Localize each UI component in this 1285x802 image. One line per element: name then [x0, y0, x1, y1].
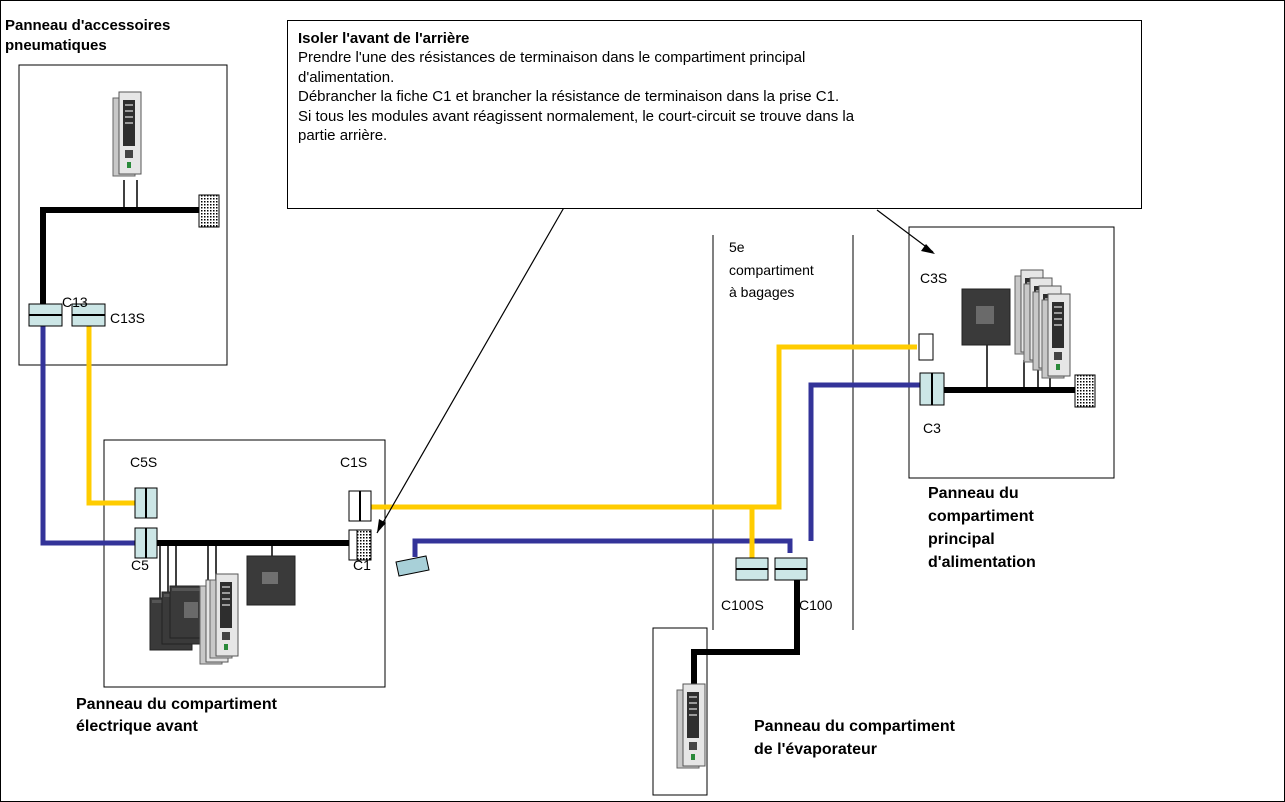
pneumatic-panel-box	[18, 64, 228, 366]
can-low-wire-rear	[412, 538, 793, 557]
connector-c3	[919, 372, 945, 406]
main-panel-title-4: d'alimentation	[928, 554, 1036, 571]
main-panel-title-3: principal	[928, 531, 995, 548]
pneumatic-panel-title-2: pneumatiques	[5, 37, 107, 54]
label-c100s: C100S	[721, 597, 764, 613]
pneumatic-panel-title-1: Panneau d'accessoires	[5, 17, 171, 34]
front-panel-title-1: Panneau du compartiment	[76, 696, 277, 713]
label-c5: C5	[131, 557, 149, 573]
callout-line-1: Prendre l'une des résistances de termina…	[298, 49, 806, 66]
luggage-label-3: à bagages	[729, 284, 795, 300]
luggage-label-1: 5e	[729, 239, 745, 255]
front-electrical-panel-box	[103, 439, 386, 688]
evaporator-module	[676, 683, 706, 769]
connector-c3s	[918, 333, 934, 361]
front-panel-title-2: électrique avant	[76, 718, 198, 735]
pneumatic-backbone	[40, 207, 200, 312]
label-c3s: C3S	[920, 270, 948, 286]
label-c1s: C1S	[340, 454, 368, 470]
callout-arrow-c1	[376, 203, 567, 534]
connector-c5s	[134, 487, 158, 519]
main-module-4	[1041, 293, 1071, 379]
callout-arrow-c3s	[876, 209, 934, 253]
main-power-panel-box	[908, 226, 1115, 479]
instruction-callout: Isoler l'avant de l'arrière Prendre l'un…	[287, 20, 1142, 209]
connector-c100s	[735, 557, 769, 581]
label-c13: C13	[62, 294, 88, 310]
can-low-wire-front	[40, 325, 138, 546]
evaporator-backbone	[691, 580, 800, 688]
front-gray-module-2	[209, 573, 239, 659]
luggage-label-2: compartiment	[729, 262, 814, 278]
callout-line-3: Débrancher la fiche C1 et brancher la ré…	[298, 88, 840, 105]
callout-line-4: Si tous les modules avant réagissent nor…	[298, 107, 855, 125]
callout-line-2: d'alimentation.	[298, 68, 395, 86]
connector-c5	[134, 527, 158, 559]
can-low-wire-main	[808, 382, 923, 541]
evaporator-panel-box	[652, 627, 708, 796]
connector-c1	[348, 529, 358, 561]
evaporator-panel-title-1: Panneau du compartiment	[754, 718, 955, 735]
callout-line-5: partie arrière.	[298, 127, 388, 144]
connector-c1-unplugged	[395, 555, 430, 577]
connector-c13	[28, 303, 63, 327]
can-high-wire-front	[86, 326, 138, 506]
terminator-main	[1074, 374, 1096, 408]
connector-c1s	[348, 490, 372, 522]
callout-title: Isoler l'avant de l'arrière	[298, 30, 470, 47]
pneumatic-module	[112, 91, 142, 177]
evaporator-panel-title-2: de l'évaporateur	[754, 741, 877, 758]
terminator-pneumatic	[198, 194, 220, 228]
connector-c13s	[71, 303, 106, 327]
label-c13s: C13S	[110, 310, 146, 326]
connector-c100	[774, 557, 808, 581]
main-panel-title-1: Panneau du	[928, 485, 1019, 502]
can-high-wire-main	[371, 344, 917, 510]
label-c3: C3	[923, 420, 941, 436]
label-c5s: C5S	[130, 454, 158, 470]
label-c100: C100	[799, 597, 833, 613]
main-panel-title-2: compartiment	[928, 508, 1034, 525]
label-c1: C1	[353, 557, 371, 573]
